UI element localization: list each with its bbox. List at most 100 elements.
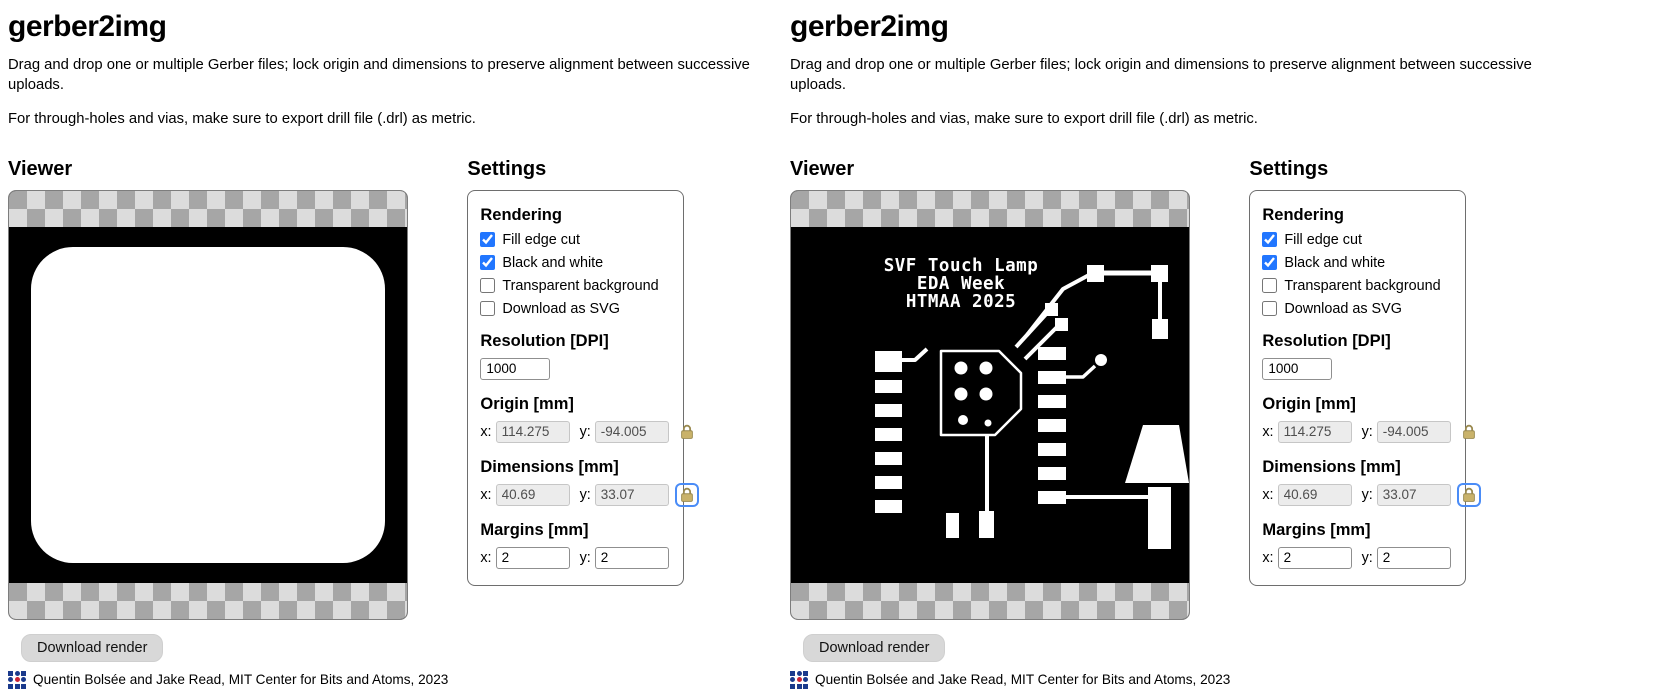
checkbox-transparent-background[interactable]: Transparent background bbox=[480, 278, 671, 294]
checkbox-label: Black and white bbox=[502, 254, 604, 271]
checkbox-label: Fill edge cut bbox=[502, 231, 580, 248]
dimensions-y-input[interactable] bbox=[594, 483, 669, 506]
checkbox-download-as-svg[interactable]: Download as SVG bbox=[480, 301, 671, 317]
app-copy-right: gerber2img Drag and drop one or multiple… bbox=[782, 0, 1564, 689]
black-and-white-checkbox[interactable] bbox=[1262, 255, 1278, 271]
dimensions-x-label: x: bbox=[480, 486, 492, 503]
checkbox-label: Black and white bbox=[1284, 254, 1386, 271]
origin-row: x: y: bbox=[480, 420, 693, 443]
resolution-heading: Resolution [DPI] bbox=[1262, 331, 1391, 350]
dimensions-heading: Dimensions [mm] bbox=[1262, 457, 1401, 476]
board-render-pcb: SVF Touch Lamp EDA Week HTMAA 2025 bbox=[791, 226, 1189, 583]
margins-x-label: x: bbox=[480, 549, 492, 566]
lock-icon bbox=[1462, 424, 1475, 439]
svg-text:SVF Touch Lamp: SVF Touch Lamp bbox=[884, 256, 1039, 276]
cba-logo-icon bbox=[790, 670, 808, 689]
origin-heading: Origin [mm] bbox=[480, 394, 574, 413]
fill-edge-cut-checkbox[interactable] bbox=[1262, 232, 1278, 248]
dimensions-y-label: y: bbox=[1361, 486, 1373, 503]
margins-row: x: y: bbox=[1262, 546, 1453, 569]
lock-icon bbox=[1462, 487, 1475, 502]
checkbox-label: Transparent background bbox=[1284, 277, 1441, 294]
intro-line-1: Drag and drop one or multiple Gerber fil… bbox=[790, 57, 1532, 93]
origin-x-label: x: bbox=[1262, 423, 1274, 440]
origin-y-input[interactable] bbox=[594, 420, 669, 443]
margins-y-input[interactable] bbox=[594, 546, 669, 569]
origin-x-label: x: bbox=[480, 423, 492, 440]
settings-column: Settings Rendering Fill edge cut Black a… bbox=[1249, 144, 1475, 689]
origin-row: x: y: bbox=[1262, 420, 1475, 443]
footer-credit: Quentin Bolsée and Jake Read, MIT Center… bbox=[33, 672, 449, 688]
transparency-checker-top bbox=[791, 190, 1189, 227]
pcb-traces bbox=[902, 270, 1162, 513]
dimensions-lock-button[interactable] bbox=[677, 485, 697, 505]
lock-icon bbox=[680, 424, 693, 439]
viewer-canvas-dropzone[interactable]: SVF Touch Lamp EDA Week HTMAA 2025 bbox=[790, 189, 1190, 620]
rendering-heading: Rendering bbox=[480, 205, 562, 224]
margins-heading: Margins [mm] bbox=[480, 520, 589, 539]
settings-heading: Settings bbox=[1249, 157, 1329, 180]
origin-heading: Origin [mm] bbox=[1262, 394, 1356, 413]
origin-x-input[interactable] bbox=[495, 420, 570, 443]
margins-y-label: y: bbox=[579, 549, 591, 566]
margins-row: x: y: bbox=[480, 546, 671, 569]
board-render-blank bbox=[9, 226, 407, 583]
viewer-column: Viewer Download render Quentin Bolsée an… bbox=[8, 144, 448, 689]
origin-y-label: y: bbox=[1361, 423, 1373, 440]
viewer-canvas-dropzone[interactable] bbox=[8, 189, 408, 620]
dimensions-x-label: x: bbox=[1262, 486, 1274, 503]
dimensions-y-input[interactable] bbox=[1376, 483, 1451, 506]
dimensions-x-input[interactable] bbox=[495, 483, 570, 506]
viewer-column: Viewer SVF Touch Lamp EDA Week HTMAA 202… bbox=[790, 144, 1230, 689]
download-as-svg-checkbox[interactable] bbox=[480, 301, 496, 317]
dimensions-lock-button[interactable] bbox=[1459, 485, 1479, 505]
margins-x-input[interactable] bbox=[1277, 546, 1352, 569]
transparency-checker-bottom bbox=[791, 582, 1189, 619]
checkbox-label: Download as SVG bbox=[1284, 300, 1402, 317]
intro-line-2: For through-holes and vias, make sure to… bbox=[790, 110, 1258, 127]
origin-lock-button[interactable] bbox=[677, 422, 697, 442]
settings-panel: Rendering Fill edge cut Black and white … bbox=[1249, 189, 1475, 586]
checkbox-transparent-background[interactable]: Transparent background bbox=[1262, 278, 1453, 294]
page-title: gerber2img bbox=[8, 10, 167, 43]
origin-y-label: y: bbox=[579, 423, 591, 440]
download-as-svg-checkbox[interactable] bbox=[1262, 301, 1278, 317]
checkbox-label: Fill edge cut bbox=[1284, 231, 1362, 248]
origin-y-input[interactable] bbox=[1376, 420, 1451, 443]
settings-column: Settings Rendering Fill edge cut Black a… bbox=[467, 144, 693, 689]
resolution-heading: Resolution [DPI] bbox=[480, 331, 609, 350]
dimensions-x-input[interactable] bbox=[1277, 483, 1352, 506]
dimensions-heading: Dimensions [mm] bbox=[480, 457, 619, 476]
transparent-background-checkbox[interactable] bbox=[1262, 278, 1278, 294]
checkbox-label: Transparent background bbox=[502, 277, 659, 294]
cba-logo-icon bbox=[8, 670, 26, 689]
svg-text:HTMAA 2025: HTMAA 2025 bbox=[906, 292, 1016, 312]
margins-x-input[interactable] bbox=[495, 546, 570, 569]
pcb-silkscreen-text: SVF Touch Lamp EDA Week HTMAA 2025 bbox=[884, 256, 1039, 312]
transparency-checker-top bbox=[9, 190, 407, 227]
resolution-input[interactable] bbox=[1262, 357, 1333, 380]
checkbox-black-and-white[interactable]: Black and white bbox=[480, 255, 671, 271]
page-title: gerber2img bbox=[790, 10, 949, 43]
settings-heading: Settings bbox=[467, 157, 547, 180]
margins-heading: Margins [mm] bbox=[1262, 520, 1371, 539]
origin-x-input[interactable] bbox=[1277, 420, 1352, 443]
margins-y-input[interactable] bbox=[1376, 546, 1451, 569]
svg-text:EDA Week: EDA Week bbox=[917, 274, 1005, 294]
checkbox-download-as-svg[interactable]: Download as SVG bbox=[1262, 301, 1453, 317]
dimensions-row: x: y: bbox=[480, 483, 693, 506]
origin-lock-button[interactable] bbox=[1459, 422, 1479, 442]
rendering-heading: Rendering bbox=[1262, 205, 1344, 224]
fill-edge-cut-checkbox[interactable] bbox=[480, 232, 496, 248]
settings-panel: Rendering Fill edge cut Black and white … bbox=[467, 189, 693, 586]
app-copy-left: gerber2img Drag and drop one or multiple… bbox=[0, 0, 782, 689]
viewer-heading: Viewer bbox=[790, 157, 855, 180]
transparent-background-checkbox[interactable] bbox=[480, 278, 496, 294]
checkbox-black-and-white[interactable]: Black and white bbox=[1262, 255, 1453, 271]
checkbox-fill-edge-cut[interactable]: Fill edge cut bbox=[480, 232, 671, 248]
intro-line-2: For through-holes and vias, make sure to… bbox=[8, 110, 476, 127]
black-and-white-checkbox[interactable] bbox=[480, 255, 496, 271]
checkbox-fill-edge-cut[interactable]: Fill edge cut bbox=[1262, 232, 1453, 248]
resolution-input[interactable] bbox=[480, 357, 551, 380]
margins-y-label: y: bbox=[1361, 549, 1373, 566]
